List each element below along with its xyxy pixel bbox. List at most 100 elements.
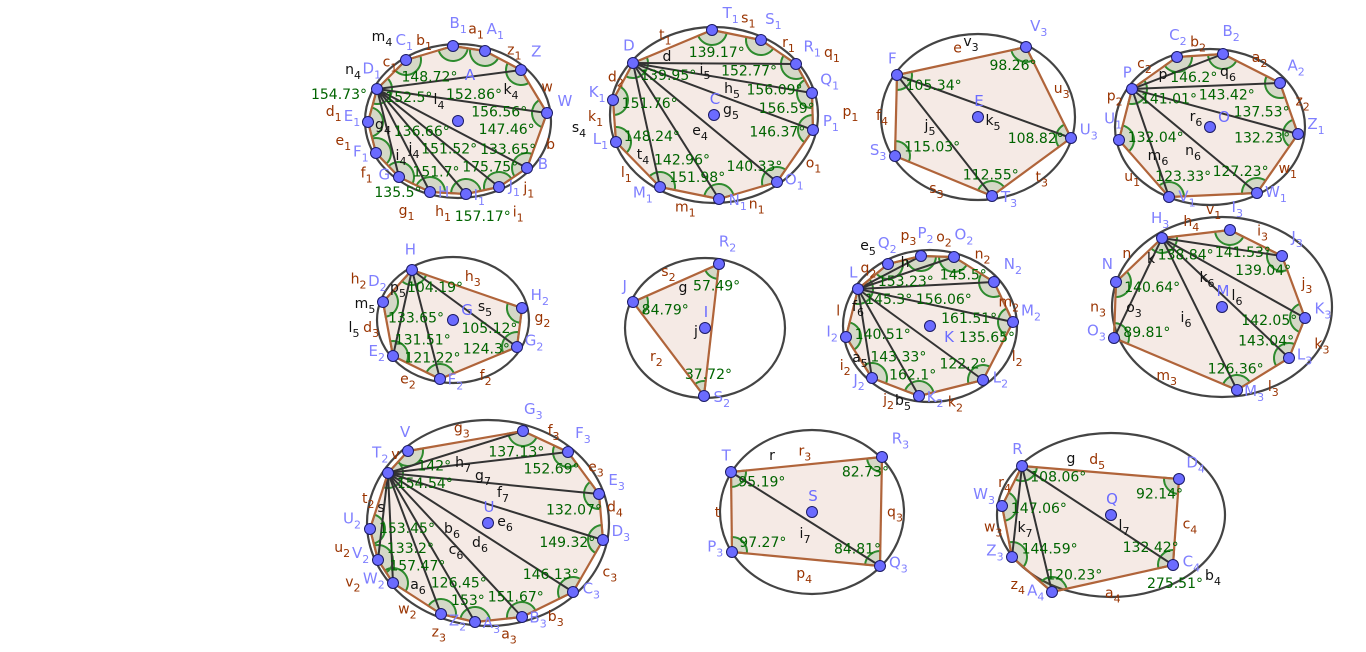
diagonal-segment[interactable] (387, 472, 476, 623)
diagonal-segment[interactable] (376, 88, 467, 195)
polygon-side[interactable] (896, 45, 1027, 77)
diagonal-segment[interactable] (1113, 237, 1163, 339)
polygon-side[interactable] (515, 307, 524, 348)
circle-center-point[interactable] (806, 506, 818, 518)
vertex-point[interactable] (627, 296, 639, 308)
vertex-point[interactable] (1167, 559, 1179, 571)
diagonal-segment[interactable] (896, 74, 1072, 139)
circumcircle[interactable] (375, 255, 531, 385)
polygon-side[interactable] (1229, 229, 1283, 257)
polygon-side[interactable] (1256, 133, 1299, 194)
polygon-side[interactable] (1117, 88, 1134, 141)
polygon-side[interactable] (411, 268, 523, 310)
polygon-side[interactable] (521, 591, 574, 618)
diagonal-segment[interactable] (1131, 88, 1258, 194)
polygon-side[interactable] (381, 301, 395, 357)
diagonal-segment[interactable] (632, 62, 797, 65)
vertex-point[interactable] (806, 87, 818, 99)
vertex-point[interactable] (387, 577, 399, 589)
vertex-point[interactable] (654, 181, 666, 193)
polygon-side[interactable] (567, 451, 600, 495)
circle-center-point[interactable] (482, 517, 494, 529)
polygon-side[interactable] (894, 154, 993, 198)
polygon-side[interactable] (522, 430, 569, 453)
vertex-point[interactable] (1231, 384, 1243, 396)
vertex-point[interactable] (915, 250, 927, 262)
vertex-point[interactable] (593, 488, 605, 500)
circle-center-point[interactable] (447, 314, 459, 326)
vertex-point[interactable] (807, 124, 819, 136)
polygon-side[interactable] (1001, 465, 1023, 507)
diagonal-segment[interactable] (387, 451, 569, 474)
diagonal-segment[interactable] (1131, 53, 1224, 90)
vertex-point[interactable] (726, 546, 738, 558)
polygon-side[interactable] (368, 472, 390, 530)
vertex-point[interactable] (713, 193, 725, 205)
inscribed-polygon-figure[interactable] (1108, 215, 1334, 399)
polygon-side[interactable] (845, 336, 873, 379)
inscribed-polygon-figure[interactable] (375, 255, 531, 385)
diagonal-segment[interactable] (1021, 465, 1174, 566)
vertex-point[interactable] (515, 64, 527, 76)
vertex-point[interactable] (372, 554, 384, 566)
polygon-side[interactable] (611, 99, 618, 143)
diagonal-segment[interactable] (632, 62, 814, 131)
geometry-layer[interactable] (362, 24, 1334, 628)
polygon-side[interactable] (1113, 336, 1238, 392)
diagonal-segment[interactable] (632, 62, 778, 183)
vertex-point[interactable] (516, 302, 528, 314)
circle-center-point[interactable] (699, 322, 711, 334)
polygon-side[interactable] (730, 455, 883, 474)
inscribed-polygon-figure[interactable] (879, 32, 1077, 202)
circumcircle[interactable] (1110, 215, 1334, 399)
vertex-point[interactable] (493, 181, 505, 193)
vertex-point[interactable] (988, 276, 1000, 288)
diagonal-segment[interactable] (411, 269, 518, 348)
vertex-point[interactable] (706, 24, 718, 36)
polygon-side[interactable] (1161, 228, 1231, 240)
vertex-point[interactable] (1163, 191, 1175, 203)
polygon-side[interactable] (1171, 478, 1181, 566)
diagonal-segment[interactable] (387, 472, 394, 584)
vertex-point[interactable] (434, 373, 446, 385)
polygon-side[interactable] (1168, 191, 1258, 199)
vertex-point[interactable] (371, 83, 383, 95)
polygon-side[interactable] (1112, 281, 1118, 339)
diagonal-segment[interactable] (387, 472, 523, 618)
polygon-side[interactable] (659, 185, 720, 201)
vertex-point[interactable] (891, 69, 903, 81)
polygon-side[interactable] (893, 74, 899, 157)
vertex-point[interactable] (1276, 250, 1288, 262)
vertex-point[interactable] (479, 45, 491, 57)
polygon-side[interactable] (439, 345, 518, 381)
polygon-side[interactable] (382, 269, 413, 303)
polygon-side[interactable] (1000, 505, 1014, 558)
vertex-point[interactable] (1108, 332, 1120, 344)
vertex-point[interactable] (460, 188, 472, 200)
polygon-side[interactable] (392, 582, 442, 615)
diagonal-segment[interactable] (1161, 237, 1290, 359)
diagonal-segment[interactable] (1131, 88, 1299, 135)
inscribed-polygon-figure[interactable] (362, 40, 553, 200)
vertex-point[interactable] (882, 258, 894, 270)
polygon-side[interactable] (1287, 317, 1307, 359)
diagonal-segment[interactable] (376, 88, 528, 169)
polygon-side[interactable] (1278, 82, 1300, 135)
diagonal-segment[interactable] (376, 88, 548, 114)
diagonal-segment[interactable] (1161, 237, 1283, 257)
polygon-side[interactable] (572, 539, 604, 593)
vertex-point[interactable] (1292, 128, 1304, 140)
polygon-fill[interactable] (1002, 466, 1179, 592)
polygon-side[interactable] (392, 355, 441, 380)
vertex-point[interactable] (840, 331, 852, 343)
vertex-point[interactable] (713, 258, 725, 270)
polygon-side[interactable] (1131, 56, 1178, 90)
circumcircle[interactable] (995, 431, 1227, 599)
vertex-point[interactable] (377, 296, 389, 308)
polygon-side[interactable] (1011, 556, 1053, 593)
vertex-point[interactable] (866, 372, 878, 384)
diagonal-segment[interactable] (1131, 82, 1281, 90)
diagonal-segment[interactable] (387, 472, 600, 495)
diagonal-segment[interactable] (376, 88, 500, 188)
vertex-point[interactable] (1126, 83, 1138, 95)
